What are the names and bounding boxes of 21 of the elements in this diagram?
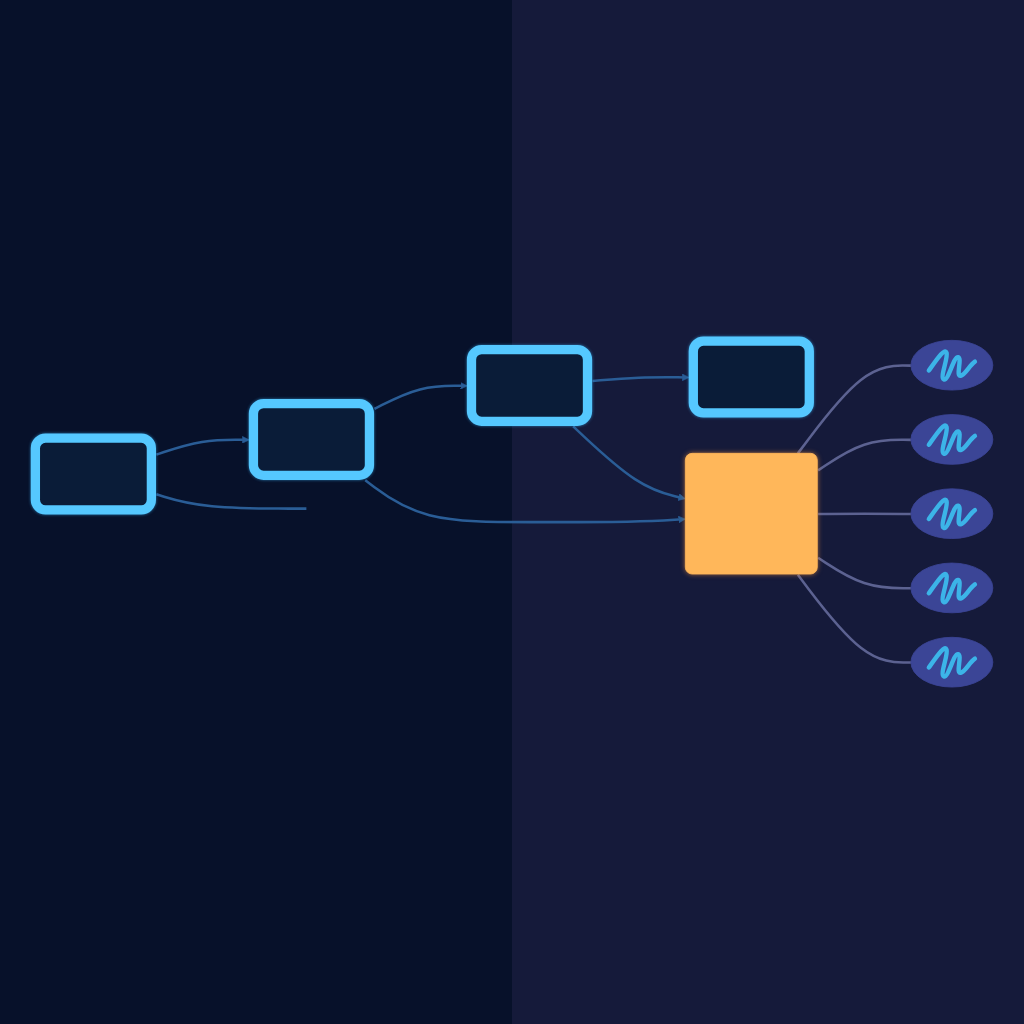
arrow bbox=[373, 382, 468, 410]
connector-line bbox=[796, 574, 911, 664]
connector-line bbox=[156, 493, 307, 510]
ellipse bbox=[910, 488, 994, 539]
connector-line bbox=[818, 512, 911, 516]
square bbox=[684, 452, 818, 575]
ellipse bbox=[910, 562, 994, 614]
arrow bbox=[572, 425, 686, 501]
rounded-rectangle bbox=[466, 344, 593, 426]
arrow bbox=[156, 436, 250, 456]
connector-line bbox=[796, 364, 911, 455]
rounded-rectangle bbox=[248, 398, 375, 480]
rounded-rectangle bbox=[688, 336, 814, 418]
arrow bbox=[364, 479, 686, 524]
ellipse bbox=[910, 339, 994, 391]
ellipse bbox=[910, 636, 994, 688]
connector-line bbox=[817, 438, 911, 472]
arrow bbox=[592, 373, 690, 383]
connector-line bbox=[817, 556, 911, 590]
rounded-rectangle bbox=[30, 433, 156, 515]
ellipse bbox=[910, 414, 994, 465]
